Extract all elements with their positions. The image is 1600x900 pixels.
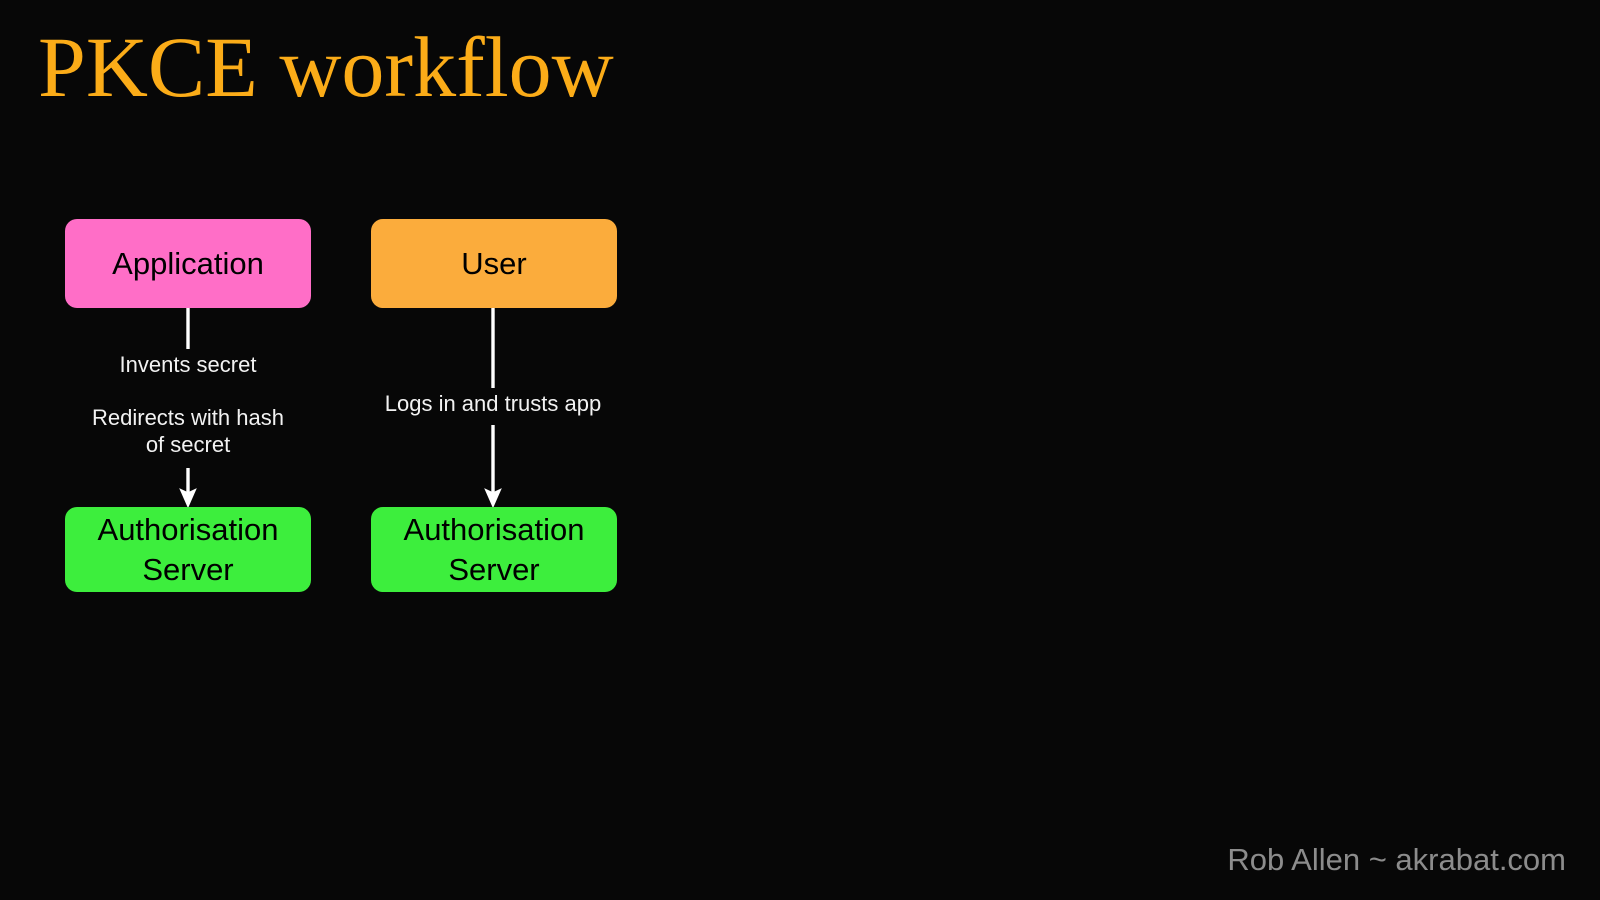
footer-attribution: Rob Allen ~ akrabat.com <box>1227 842 1566 877</box>
diagram-node-auth-server-right[interactable]: Authorisation Server <box>371 507 617 592</box>
edge-label-logs-in-and-trusts-app: Logs in and trusts app <box>384 391 602 416</box>
edge-label-redirects-with-hash: Redirects with hash of secret <box>92 405 284 457</box>
diagram-node-application[interactable]: Application <box>65 219 311 308</box>
page-title: PKCE workflow <box>38 19 614 115</box>
diagram-node-user[interactable]: User <box>371 219 617 308</box>
diagram-node-auth-server-left[interactable]: Authorisation Server <box>65 507 311 592</box>
edge-label-invents-secret: Invents secret <box>119 352 257 377</box>
